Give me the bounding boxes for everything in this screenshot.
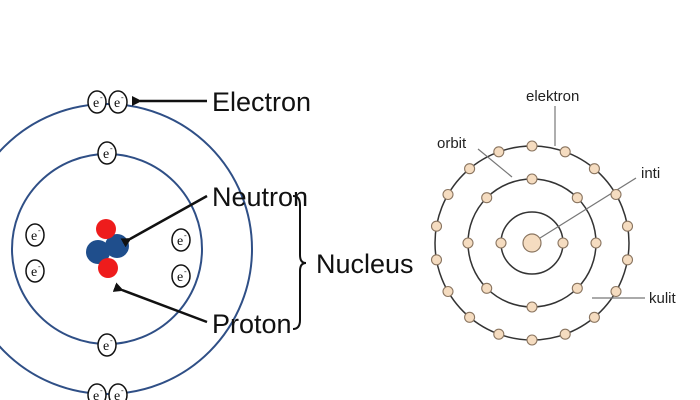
electron-particle: e- [97, 333, 117, 357]
electron-particle: e- [87, 383, 107, 400]
elektron-particle [493, 328, 505, 340]
nucleus-label: Nucleus [316, 249, 414, 279]
neutron-label: Neutron [212, 182, 308, 212]
elektron-particle [621, 220, 634, 232]
orbit-pointer [477, 148, 513, 178]
elektron-particle [430, 254, 443, 266]
electron-symbol: e [103, 339, 109, 354]
outer-orbit [0, 103, 253, 395]
elektron-particle [588, 311, 600, 323]
proton-arrow [112, 282, 208, 324]
elektron-particle [462, 237, 474, 249]
electron-particle: e- [108, 90, 128, 114]
electron-particle: e- [171, 228, 191, 252]
nucleus [86, 219, 129, 278]
electron-particle: e- [25, 223, 45, 247]
elektron-particle [442, 188, 454, 201]
elektron-particle [526, 301, 538, 313]
electron-particle: e- [108, 383, 128, 400]
orbit-label: orbit [437, 135, 467, 152]
elektron-particle [526, 140, 538, 152]
inti-label: inti [641, 165, 660, 182]
electron-particle: e- [25, 259, 45, 283]
electron-charge: - [100, 93, 103, 102]
electron-charge: - [110, 144, 113, 153]
electron-symbol: e [177, 270, 183, 285]
electron-particle: e- [87, 90, 107, 114]
electron-charge: - [38, 226, 41, 235]
electron-symbol: e [31, 229, 37, 244]
electron-charge: - [184, 267, 187, 276]
bohr-model-indonesian: elektron orbit inti kulit [430, 88, 677, 346]
elektron-particle [571, 192, 583, 204]
electron-charge: - [121, 93, 124, 102]
electron-symbol: e [31, 265, 37, 280]
proton-label: Proton [212, 309, 292, 339]
electron-symbol: e [93, 389, 99, 400]
elektron-particle [610, 285, 622, 298]
electron-charge: - [121, 386, 124, 395]
nucleus-bracket [292, 195, 307, 330]
electron-charge: - [38, 262, 41, 271]
elektron-particle [495, 237, 507, 249]
electron-charge: - [100, 386, 103, 395]
elektron-particle [464, 311, 476, 323]
elektron-particle [610, 188, 622, 201]
electron-symbol: e [93, 96, 99, 111]
elektron-particle [590, 237, 602, 249]
kulit-label: kulit [649, 290, 677, 307]
arrows [112, 96, 307, 330]
elektron-particle [621, 254, 634, 266]
electron-charge: - [184, 231, 187, 240]
proton-particle [96, 219, 116, 239]
neutron-particle [86, 240, 110, 264]
inti-pointer [539, 177, 637, 239]
electron-symbol: e [114, 389, 120, 400]
electron-symbol: e [103, 147, 109, 162]
electron-symbol: e [177, 234, 183, 249]
electrons: e-e-e-e-e-e-e-e-e-e- [25, 90, 191, 400]
proton-particle [98, 258, 118, 278]
elektron-particle [557, 237, 569, 249]
elektron-particle [526, 334, 538, 346]
elektron-particle [571, 282, 583, 294]
electron-particle: e- [97, 141, 117, 165]
electron-charge: - [110, 336, 113, 345]
elektron-particle [588, 163, 600, 175]
elektron-particle [559, 328, 571, 340]
electron-particle: e- [171, 264, 191, 288]
elektron-particle [430, 220, 443, 232]
electron-label: Electron [212, 87, 311, 117]
electron-symbol: e [114, 96, 120, 111]
pointer-lines [477, 106, 645, 299]
elektron-particle [559, 146, 571, 158]
inti-nucleus [522, 233, 542, 253]
elektron-particle [493, 146, 505, 158]
elektron-particle [526, 173, 538, 185]
neutron-arrow [120, 194, 208, 248]
bohr-model-english: e-e-e-e-e-e-e-e-e-e- Electron Neutron Nu… [0, 87, 414, 400]
elektron-label: elektron [526, 88, 579, 105]
elektron-particle [464, 163, 476, 175]
elektron-particle [442, 285, 454, 298]
elektron-particle [481, 282, 493, 294]
elektron-particle [481, 192, 493, 204]
electrons [430, 140, 634, 346]
